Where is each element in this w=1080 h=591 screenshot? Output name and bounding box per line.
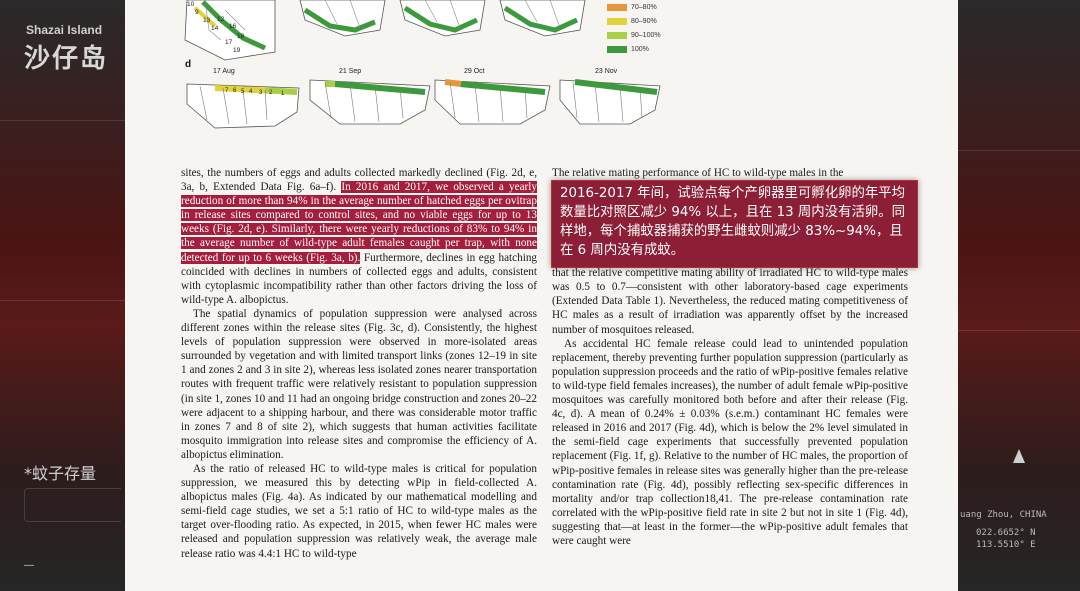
map-line [958, 150, 1080, 151]
coordinate-lat: 022.6652° N [976, 528, 1036, 538]
date-label-aug: 17 Aug [213, 68, 235, 75]
map-line [958, 330, 1080, 331]
zone-number: 9 [195, 9, 199, 16]
zone-number: 6 [233, 88, 237, 94]
zone-number: 16 [229, 23, 237, 30]
legend-swatch [607, 3, 627, 11]
zone-number: 2 [269, 90, 273, 96]
zone-number: 3 [259, 90, 263, 96]
legend-label: 90–100% [631, 31, 661, 39]
background-map-left [0, 0, 125, 591]
translation-overlay: 2016-2017 年间，试验点每个产卵器里可孵化卵的年平均数量比对照区减少 9… [551, 180, 918, 268]
map-line [0, 300, 125, 301]
legend-swatch [607, 45, 627, 53]
date-label-sep: 21 Sep [339, 68, 362, 75]
paragraph: The spatial dynamics of population suppr… [181, 307, 537, 461]
background-map-right [958, 0, 1080, 591]
zone-number: 12 [217, 16, 225, 23]
legend-swatch [607, 17, 627, 25]
date-label-nov: 23 Nov [595, 68, 618, 75]
text-run: sites, the numbers of eggs and adults co… [181, 167, 537, 194]
paragraph: sites, the numbers of eggs and adults co… [181, 166, 537, 307]
zone-number: 13 [203, 17, 211, 24]
zone-number: 17 [225, 39, 233, 46]
location-label: uang Zhou, CHINA [960, 510, 1047, 520]
legend-label: 70–80% [631, 3, 657, 11]
map-line [0, 120, 125, 121]
coordinate-lon: 113.5510° E [976, 540, 1036, 550]
map-panel-d-aug [186, 83, 300, 129]
figure-legend: 70–80% 80–90% 90–100% 100% [607, 0, 661, 56]
map-panel-c4 [499, 0, 586, 37]
island-name-zh: 沙仔岛 [24, 44, 109, 74]
zone-maps-figure: 10 9 13 12 14 16 18 17 19 [184, 0, 661, 129]
date-label-oct: 29 Oct [464, 68, 485, 75]
legend-swatch [607, 31, 627, 39]
zone-number: 19 [233, 47, 241, 54]
legend-entry: 80–90% [607, 14, 661, 28]
legend-entry: 100% [607, 42, 661, 56]
paper-page: 10 9 13 12 14 16 18 17 19 [125, 0, 958, 591]
legend-label: 100% [631, 45, 649, 53]
map-panel-c1 [184, 0, 276, 61]
text-column-left: sites, the numbers of eggs and adults co… [181, 166, 537, 561]
paragraph: egg hatch was between 1.5 and 2.1-fold h… [552, 253, 908, 336]
legend-label: 80–90% [631, 17, 657, 25]
map-panel-c2 [299, 0, 386, 37]
paragraph: As accidental HC female release could le… [552, 337, 908, 547]
zone-number: 4 [249, 89, 253, 95]
zone-number: 1 [281, 91, 285, 97]
panel-label-d: d [185, 59, 192, 70]
zone-number: 18 [237, 33, 245, 40]
zone-number: 10 [187, 1, 195, 8]
map-panel-d-oct [434, 79, 551, 125]
stock-dash: — [24, 560, 34, 571]
mosquito-stock-label: *蚊子存量 [24, 464, 97, 483]
paragraph: The relative mating performance of HC to… [552, 167, 844, 179]
island-name-en: Shazai Island [26, 23, 103, 37]
north-arrow-icon [1013, 449, 1025, 463]
zone-number: 14 [211, 25, 219, 32]
map-panel-d-nov [559, 79, 661, 125]
stock-panel [24, 488, 121, 522]
legend-entry: 90–100% [607, 28, 661, 42]
map-panel-d-sep [309, 79, 431, 125]
paragraph: As the ratio of released HC to wild-type… [181, 462, 537, 560]
text-column-right: The relative mating performance of HC to… [552, 166, 908, 548]
map-panel-c3 [399, 0, 486, 37]
zone-number: 7 [225, 88, 229, 94]
figure-area: 10 9 13 12 14 16 18 17 19 [125, 0, 958, 150]
zone-number: 5 [241, 89, 245, 95]
legend-entry: 70–80% [607, 0, 661, 14]
text-run: Furthermore, declines in egg hatching co… [181, 251, 538, 306]
